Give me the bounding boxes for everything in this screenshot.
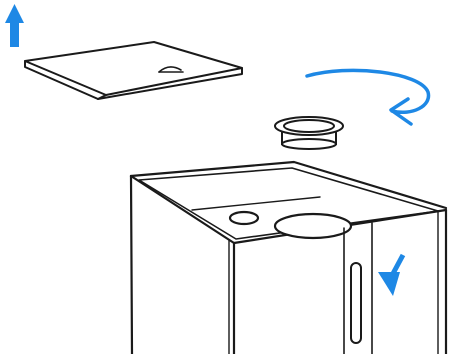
rotate-arrow-icon — [307, 70, 429, 124]
lid-icon — [25, 42, 242, 99]
lift-up-arrow-icon — [5, 4, 24, 47]
water-level-window-icon — [351, 263, 361, 343]
cap-icon — [275, 117, 343, 149]
insert-arrow-icon — [378, 255, 403, 296]
